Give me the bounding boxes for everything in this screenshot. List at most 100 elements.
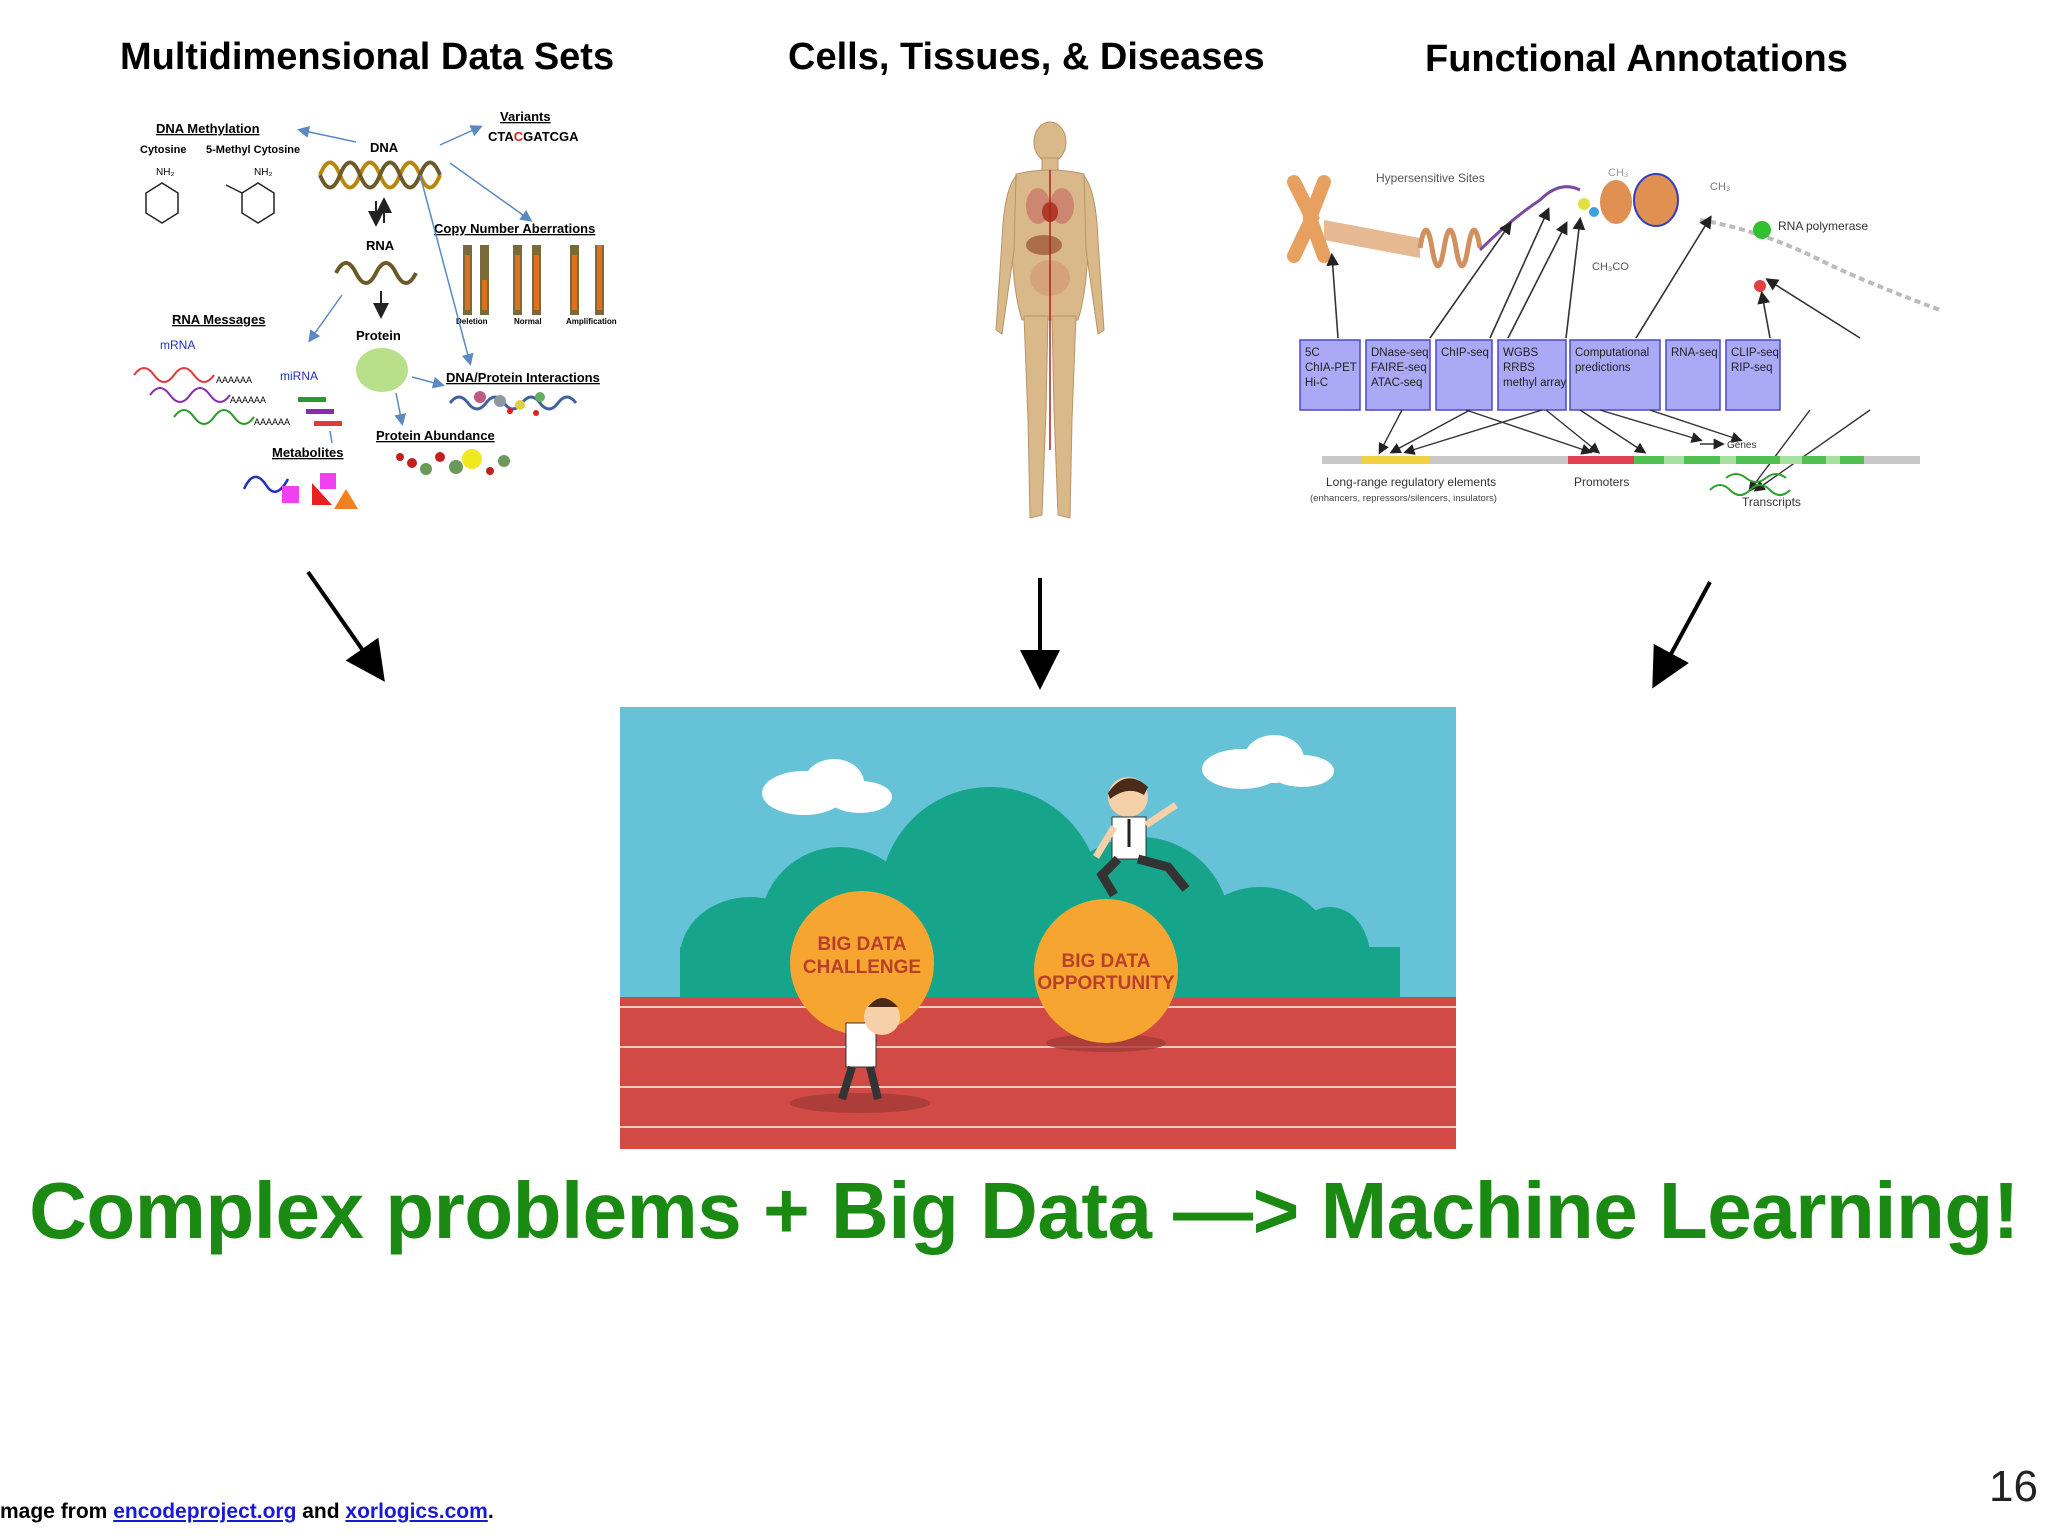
right-down-arrow [1652,581,1712,689]
assay-box-frame [1569,339,1661,411]
long-range-label: Long-range regulatory elements [1326,475,1496,489]
arrow-protein-to-interactions [411,376,445,389]
mrna-label: mRNA [160,338,195,352]
assay-box-frame [1725,339,1781,411]
assay-box-frame [1665,339,1721,411]
assay-box-label: 5C [1305,347,1320,359]
deletion-label: Deletion [456,317,488,326]
big-data-challenge-ball [790,891,934,1035]
assay-box-label: methyl array [1503,377,1567,389]
mrna-waves-icon [133,367,255,425]
regulatory-element-band [1362,456,1430,464]
transcripts-label: Transcripts [1742,495,1801,509]
assay-box-label: ChIP-seq [1441,347,1489,359]
normal-label: Normal [514,317,542,326]
rna-strand-icon [334,261,418,285]
assay-box: 5C ChIA-PET Hi-C [1299,339,1361,411]
xorlogics-link[interactable]: xorlogics.com [345,1500,488,1523]
nh2-label-2: NH₂ [254,167,272,178]
variants-label: Variants [500,109,551,124]
ch3-label-1: CH₃ [1608,167,1628,179]
challenge-line2: CHALLENGE [803,957,921,978]
assay-boxes: 5C ChIA-PET Hi-C DNase-seqFAIRE-seqATAC-seq… [1299,339,1781,411]
struggling-man-icon [838,998,900,1101]
assay-box-label: Computational [1575,347,1649,359]
assay-box-label: ATAC-seq [1371,377,1422,389]
assay-box-label: CLIP-seq [1731,347,1779,359]
dna-protein-label: DNA/Protein Interactions [446,370,600,385]
left-down-arrow [306,570,385,682]
assay-box: RNA-seq [1665,339,1721,411]
assay-box: Computational predictions [1569,339,1661,411]
amplification-label: Amplification [566,317,617,326]
rna-polymerase-icon [1753,221,1771,239]
box-arrows [1326,207,1861,339]
assay-box-frame [1497,339,1567,411]
nucleosomes-icon [1578,173,1679,227]
mirna-label: miRNA [280,369,318,383]
arrow-to-protein-abundance [394,392,407,426]
dna-thread-icon [1478,185,1581,252]
polya-3: AAAAAA [254,417,290,427]
mirna-fragments-icon [298,397,342,426]
protein-blob-icon [356,348,408,392]
promoter-band [1568,456,1634,464]
functional-annotation-diagram: Hypersensitive Sites CH₃ CH₃ CH₃CO RNA p… [1287,167,1941,509]
human-anatomy-figure [995,121,1105,519]
cytosine-label: Cytosine [140,144,186,156]
jumping-man-icon [1092,777,1190,898]
opportunity-line1: BIG DATA [1061,951,1150,972]
assay-box-label: ChIA-PET [1305,362,1357,374]
variant-sequence: CTACGATCGA [488,129,579,144]
box-down-arrows [1378,409,1871,493]
arrow-to-rna-messages [308,294,343,343]
multidimensional-data-title: Multidimensional Data Sets [120,36,615,78]
headline: Complex problems + Big Data —> Machine L… [29,1166,2019,1255]
assay-box-label: predictions [1575,362,1631,374]
cells-tissues-title: Cells, Tissues, & Diseases [788,36,1265,78]
protein-abundance-label: Protein Abundance [376,428,495,443]
long-range-sub-label: (enhancers, repressors/silencers, insula… [1310,493,1497,504]
gene-band [1634,456,1864,464]
copy-number-bars-icon [463,245,604,315]
organs-icon [1026,170,1074,450]
image-credit: mage from encodeproject.org and xorlogic… [0,1500,494,1524]
nh2-label: NH₂ [156,167,174,178]
challenge-line1: BIG DATA [817,934,906,955]
omics-diagram: DNA Methylation Cytosine 5-Methyl Cytosi… [133,109,617,509]
chromosome-icon [1287,175,1331,263]
credit-middle: and [296,1500,346,1523]
flow-arrows [306,570,1712,690]
functional-annotations-title: Functional Annotations [1425,38,1848,80]
cloud-left-icon [762,759,892,815]
protein-label: Protein [356,328,401,343]
assay-box-label: DNase-seq [1371,347,1429,359]
chromatin-fiber-icon [1324,220,1420,258]
dna-protein-strand-icon [448,391,578,416]
protein-abundance-dots-icon [396,449,510,475]
genes-label: Genes [1727,440,1756,451]
dna-label: DNA [370,140,399,155]
methyl-cytosine-label: 5-Methyl Cytosine [206,144,300,156]
cytosine-ring-icon [145,182,179,224]
encodeproject-link[interactable]: encodeproject.org [113,1500,297,1523]
transcript-wave-icon [1709,484,1791,496]
metabolites-shapes-icon [242,473,358,509]
assay-box-frame [1365,339,1431,411]
cloud-right-icon [1202,735,1334,789]
polya-1: AAAAAA [216,375,252,385]
ch3co-label: CH₃CO [1592,261,1629,273]
running-track [620,997,1456,1149]
assay-box-label: RRBS [1503,362,1535,374]
assay-box-label: Hi-C [1305,377,1328,389]
dna-methylation-label: DNA Methylation [156,121,260,136]
assay-box: ChIP-seq [1435,339,1493,411]
assay-box-label: FAIRE-seq [1371,362,1427,374]
arrow-to-copy-number [449,162,533,222]
assay-box-label: RNA-seq [1671,347,1718,359]
big-data-opportunity-ball [1034,899,1178,1043]
methyl-cytosine-ring-icon [225,182,275,224]
credit-suffix: . [487,1500,494,1523]
polya-2: AAAAAA [230,395,266,405]
